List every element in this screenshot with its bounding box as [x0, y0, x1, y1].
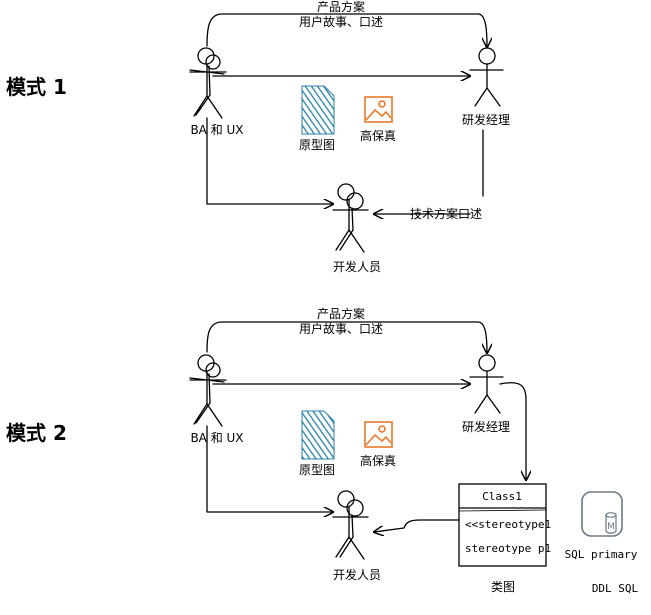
- tech-plan-label: 技术方案口述: [410, 206, 482, 221]
- mode-1-label: 模式 1: [6, 75, 67, 99]
- user-story-label-2: 用户故事、口述: [299, 321, 383, 336]
- class-box: Class1 <<stereotype1 stereotype p1: [458, 483, 551, 567]
- image-icon: [364, 96, 393, 123]
- actor-ba-label-2: BA 和 UX: [190, 431, 243, 445]
- class-row-property: stereotype p1: [465, 542, 551, 555]
- arrow-ba-to-pm-top: [206, 13, 487, 47]
- hifi-label-2: 高保真: [360, 453, 396, 468]
- user-story-label: 用户故事、口述: [299, 14, 383, 29]
- actor-pm-figure: [469, 47, 504, 107]
- actor-ba-figure: [189, 47, 227, 119]
- prototype-label: 原型图: [299, 138, 335, 152]
- database-label: SQL primary: [565, 548, 638, 561]
- class-row-stereotype: <<stereotype1: [465, 518, 551, 531]
- class-title: Class1: [482, 490, 522, 503]
- product-plan-label: 产品方案: [317, 0, 365, 14]
- ddl-sql-caption: DDL SQL: [592, 582, 639, 595]
- actor-dev-figure-2: [332, 490, 369, 560]
- image-icon-2: [364, 421, 393, 448]
- actor-dev-label: 开发人员: [333, 259, 381, 274]
- actor-dev-figure: [332, 183, 369, 253]
- actor-ba-figure-2: [189, 354, 227, 427]
- arrow-pm-to-class: [499, 382, 526, 480]
- database-glyph: M: [607, 522, 615, 532]
- hifi-label: 高保真: [360, 128, 396, 143]
- mode-2: 模式 2 产品方案 用户故事、口述 BA 和 UX 研发经理 原型图: [6, 306, 639, 595]
- actor-ba-label: BA 和 UX: [190, 123, 243, 137]
- arrow-ba-to-pm-top-2: [206, 321, 487, 353]
- mode-1: 模式 1 产品方案 用户故事、口述 BA 和 UX 研发经理 原型图: [6, 0, 510, 274]
- prototype-icon: [301, 85, 335, 135]
- mode-2-label: 模式 2: [6, 421, 67, 445]
- prototype-icon-2: [301, 410, 335, 460]
- actor-dev-label-2: 开发人员: [333, 567, 381, 582]
- arrow-ba-to-dev-2: [206, 425, 333, 512]
- arrow-class-to-dev: [374, 519, 460, 532]
- actor-pm-figure-2: [469, 354, 504, 414]
- prototype-label-2: 原型图: [299, 463, 335, 477]
- arrow-ba-to-dev: [206, 117, 333, 204]
- product-plan-label-2: 产品方案: [317, 306, 365, 321]
- actor-pm-label: 研发经理: [462, 112, 510, 127]
- database-icon: M: [581, 491, 623, 537]
- actor-pm-label-2: 研发经理: [462, 419, 510, 434]
- class-diagram-caption: 类图: [491, 580, 515, 594]
